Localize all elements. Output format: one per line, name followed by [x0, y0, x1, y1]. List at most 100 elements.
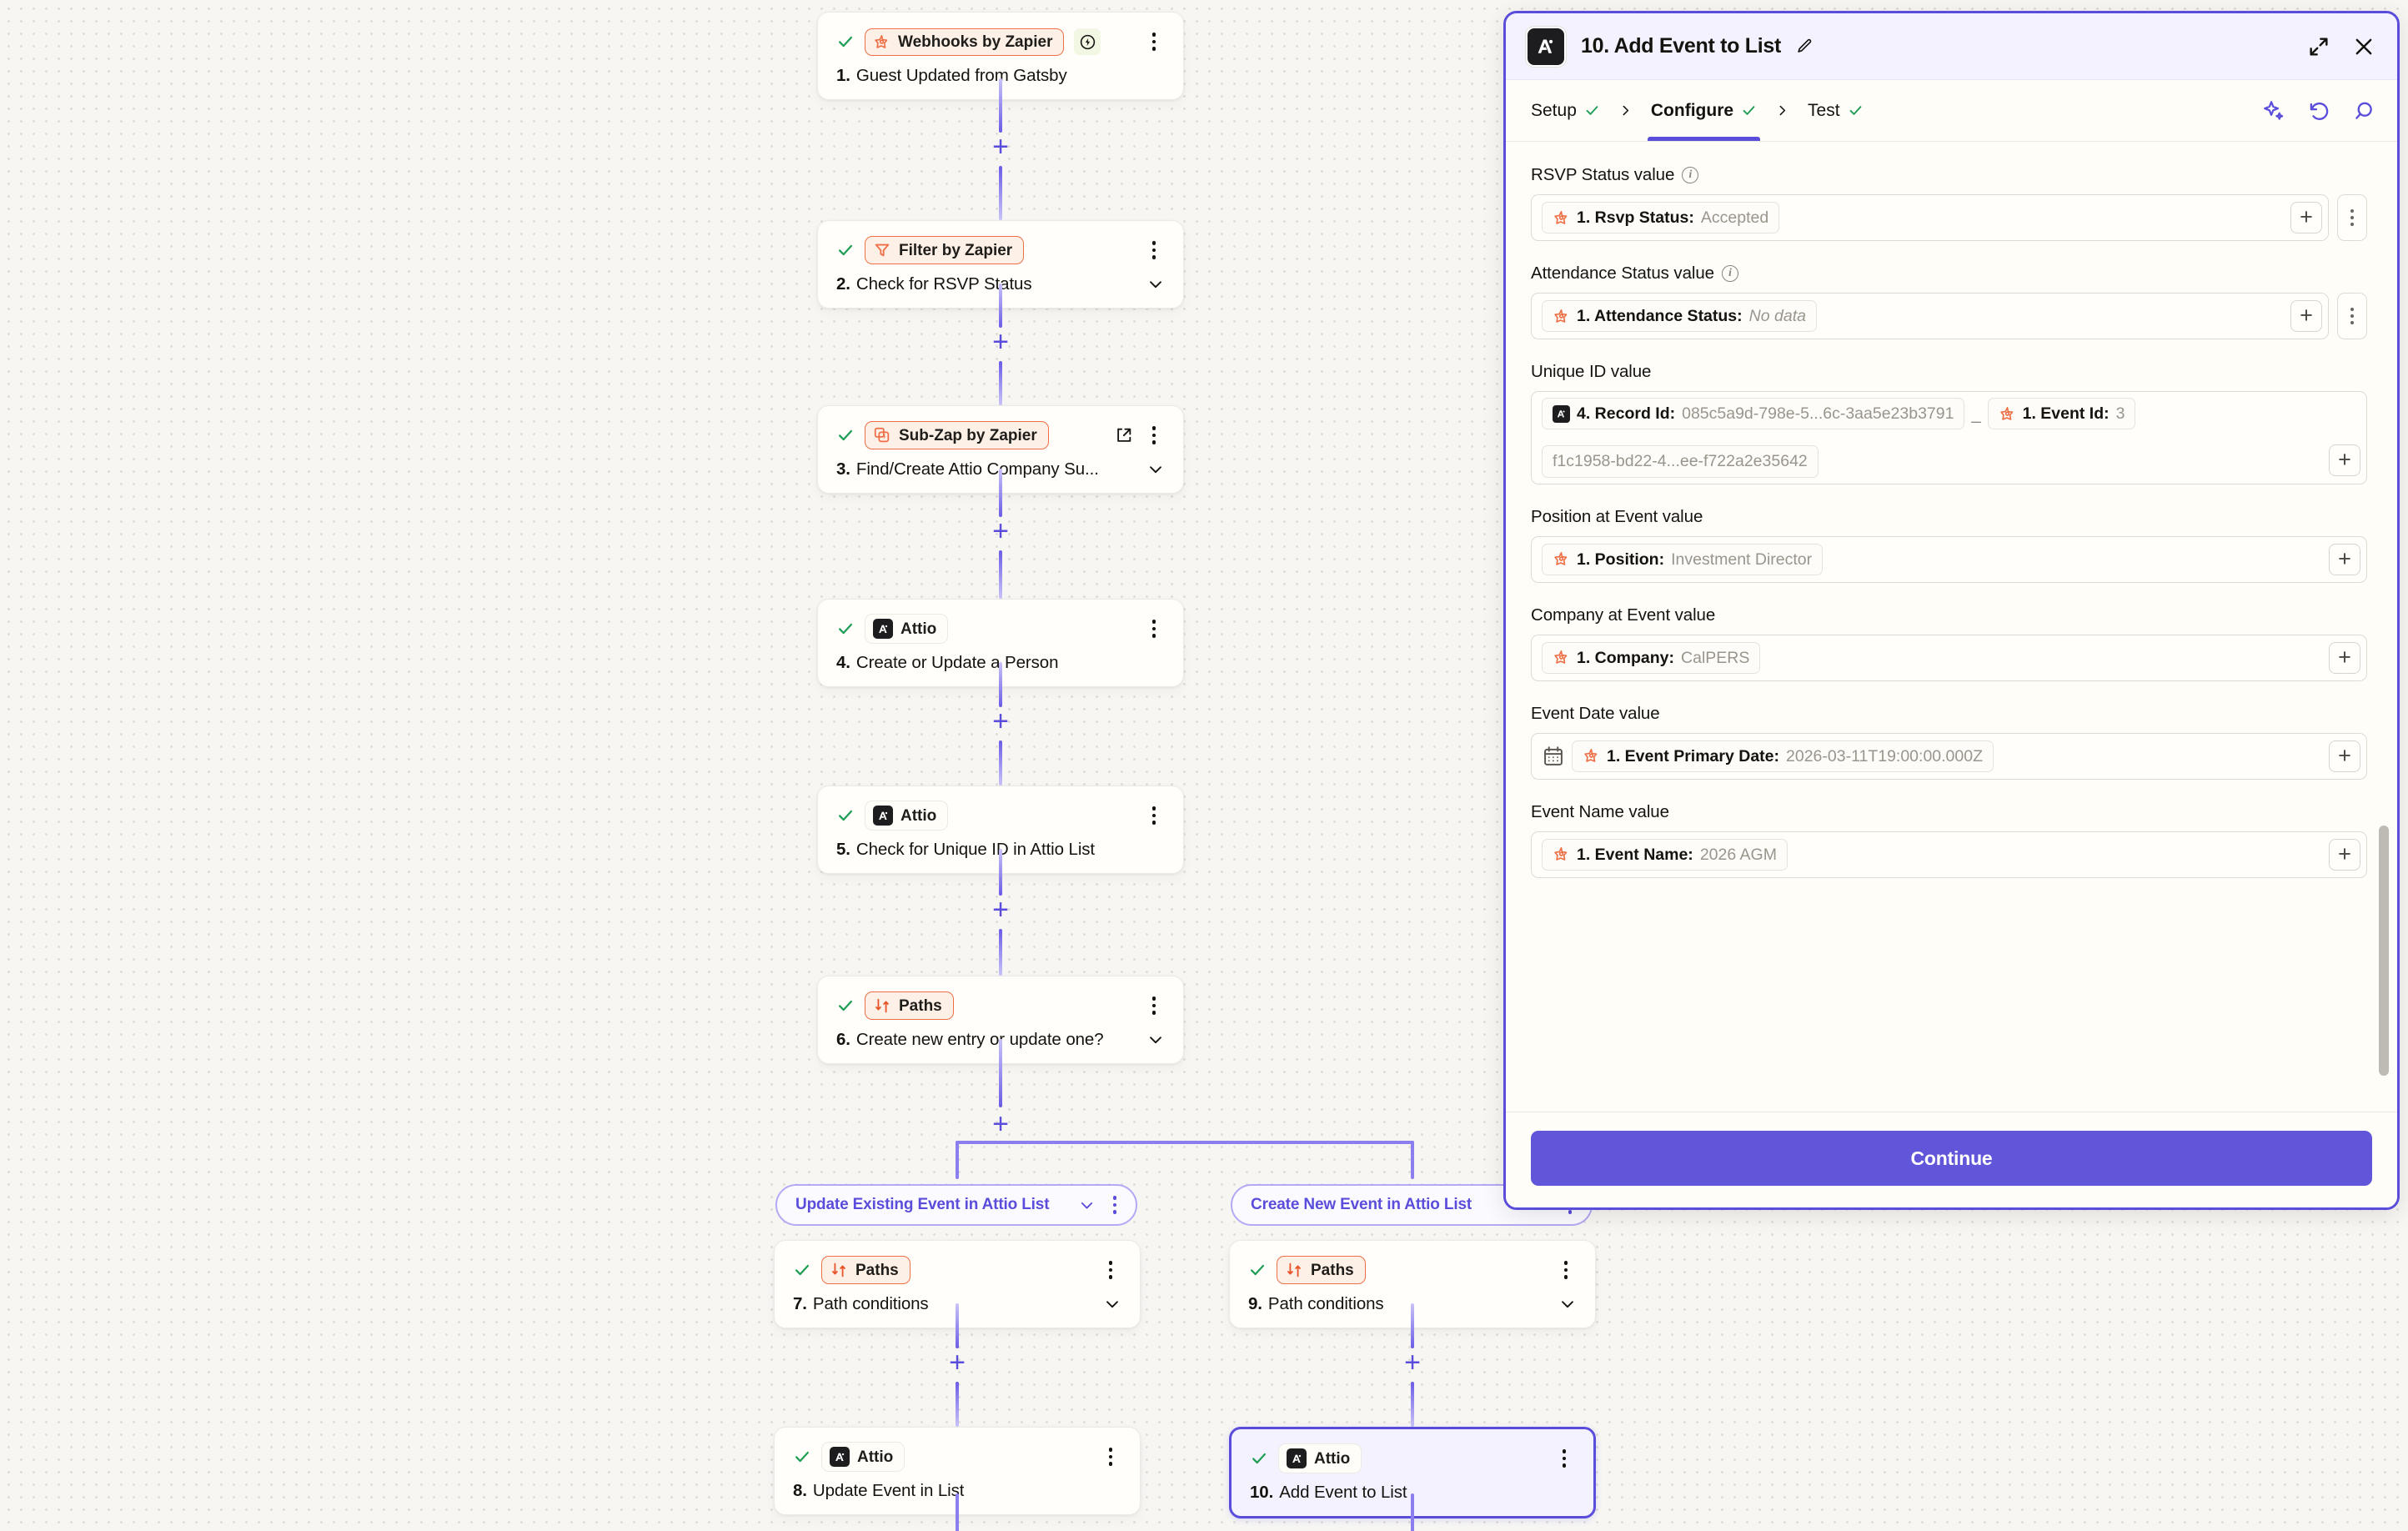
card-header: Paths [836, 991, 1165, 1020]
field-input[interactable]: 1. Company:CalPERS + [1531, 634, 2367, 681]
data-token[interactable]: 4. Record Id:085c5a9d-798e-5...6c-3aa5e2… [1542, 398, 1965, 430]
data-token[interactable]: 1. Event Name:2026 AGM [1542, 838, 1788, 871]
zapier-icon [1553, 649, 1570, 666]
connector-line [999, 1039, 1002, 1107]
continue-button[interactable]: Continue [1531, 1131, 2372, 1186]
app-chip[interactable]: Filter by Zapier [865, 236, 1025, 264]
data-token[interactable]: 1. Position:Investment Director [1542, 543, 1824, 575]
app-chip[interactable]: Attio [865, 614, 949, 644]
field-menu-button[interactable] [2337, 194, 2367, 241]
path-menu-button[interactable] [1104, 1192, 1126, 1217]
card-menu-button[interactable] [1143, 423, 1165, 448]
data-token[interactable]: 1. Event Primary Date:2026-03-11T19:00:0… [1572, 740, 1994, 772]
app-chip[interactable]: Paths [821, 1256, 911, 1284]
app-chip[interactable]: Webhooks by Zapier [865, 28, 1065, 56]
card-menu-button[interactable] [1143, 238, 1165, 263]
card-step-title: Path conditions [812, 1294, 929, 1313]
add-step-button[interactable]: + [992, 894, 1009, 926]
card-menu-button[interactable] [1143, 29, 1165, 54]
add-token-button[interactable]: + [2329, 838, 2360, 871]
field-input[interactable]: 4. Record Id:085c5a9d-798e-5...6c-3aa5e2… [1531, 391, 2367, 484]
chevron-down-icon[interactable] [1078, 1197, 1096, 1214]
add-step-button[interactable]: + [992, 326, 1009, 358]
search-icon[interactable] [2352, 99, 2375, 123]
card-menu-button[interactable] [1143, 993, 1165, 1018]
data-token[interactable]: 1. Attendance Status:No data [1542, 299, 1817, 333]
app-chip[interactable]: Paths [1277, 1256, 1366, 1284]
add-token-button[interactable]: + [2290, 300, 2322, 332]
chevron-down-icon[interactable] [1135, 275, 1165, 294]
add-step-button[interactable]: + [992, 515, 1009, 547]
token-value: Accepted [1700, 208, 1769, 227]
chevron-down-icon[interactable] [1135, 460, 1165, 479]
chevron-down-icon[interactable] [1547, 1295, 1577, 1313]
add-step-button[interactable]: + [992, 1108, 1009, 1140]
data-token[interactable]: 1. Event Id:3 [1987, 398, 2136, 430]
add-step-button[interactable]: + [1404, 1347, 1421, 1378]
card-header: Attio [836, 614, 1165, 644]
undo-icon[interactable] [2307, 99, 2330, 123]
field-input[interactable]: 1. Rsvp Status:Accepted + [1531, 194, 2329, 241]
add-token-button[interactable]: + [2329, 740, 2360, 772]
open-in-new-icon[interactable] [1113, 424, 1135, 446]
card-step-number: 3. [836, 459, 850, 479]
data-token[interactable]: 1. Company:CalPERS [1542, 641, 1761, 674]
info-icon[interactable]: i [1721, 265, 1738, 282]
field-input[interactable]: 1. Event Name:2026 AGM + [1531, 831, 2367, 878]
card-title: 8.Update Event in List [793, 1481, 1121, 1501]
tab-configure[interactable]: Configure [1646, 80, 1762, 141]
app-chip[interactable]: Attio [865, 801, 949, 831]
data-token[interactable]: 1. Rsvp Status:Accepted [1542, 201, 1780, 234]
field-menu-button[interactable] [2337, 293, 2367, 339]
add-token-button[interactable]: + [2290, 202, 2322, 233]
connector-line [956, 1382, 959, 1427]
branch-connector [1411, 1141, 1414, 1179]
scrollbar-thumb[interactable] [2379, 826, 2389, 1076]
field-input[interactable]: 1. Event Primary Date:2026-03-11T19:00:0… [1531, 732, 2367, 780]
paths-icon [1285, 1261, 1303, 1279]
app-chip[interactable]: Paths [865, 991, 954, 1020]
add-token-button[interactable]: + [2329, 444, 2360, 477]
card-step-title: Check for Unique ID in Attio List [855, 840, 1096, 859]
field-row: 1. Company:CalPERS + [1531, 634, 2367, 681]
info-icon[interactable]: i [1682, 167, 1699, 183]
card-menu-button[interactable] [1553, 1446, 1575, 1471]
card-step-title: Find/Create Attio Company Su... [855, 459, 1099, 479]
chevron-down-icon[interactable] [1135, 1031, 1165, 1049]
data-token[interactable]: f1c1958-bd22-4...ee-f722a2e35642 [1542, 445, 1819, 478]
add-step-button[interactable]: + [992, 705, 1009, 737]
field-label-text: Position at Event value [1531, 506, 1703, 526]
card-title: 2.Check for RSVP Status [836, 274, 1165, 294]
calendar-icon[interactable] [1542, 745, 1565, 768]
add-token-button[interactable]: + [2329, 543, 2360, 575]
card-menu-button[interactable] [1143, 616, 1165, 641]
tab-label: Setup [1531, 100, 1577, 120]
field-row: 1. Attendance Status:No data + [1531, 293, 2367, 339]
add-step-button[interactable]: + [992, 131, 1009, 163]
card-menu-button[interactable] [1555, 1257, 1577, 1283]
add-step-button[interactable]: + [949, 1347, 966, 1378]
tab-setup[interactable]: Setup [1526, 80, 1605, 141]
step-card[interactable]: Attio 8.Update Event in List [774, 1427, 1141, 1515]
app-chip[interactable]: Sub-Zap by Zapier [865, 421, 1049, 449]
expand-icon[interactable] [2307, 35, 2330, 58]
card-menu-button[interactable] [1100, 1257, 1121, 1283]
tab-test[interactable]: Test [1803, 80, 1869, 141]
field-input[interactable]: 1. Attendance Status:No data + [1531, 293, 2329, 339]
app-chip-label: Attio [857, 1448, 894, 1466]
card-step-number: 4. [836, 653, 850, 672]
field-input[interactable]: 1. Position:Investment Director + [1531, 535, 2367, 583]
card-menu-button[interactable] [1100, 1444, 1121, 1469]
panel-scrollbar[interactable] [2379, 142, 2389, 1112]
field-row: 1. Event Primary Date:2026-03-11T19:00:0… [1531, 732, 2367, 780]
card-menu-button[interactable] [1143, 803, 1165, 828]
path-label-pill[interactable]: Update Existing Event in Attio List [775, 1184, 1137, 1226]
add-token-button[interactable]: + [2329, 641, 2360, 674]
pencil-icon[interactable] [1796, 38, 1814, 55]
ai-sparkle-icon[interactable] [2262, 99, 2285, 123]
close-icon[interactable] [2352, 35, 2375, 58]
chevron-down-icon[interactable] [1091, 1295, 1121, 1313]
app-chip[interactable]: Attio [1278, 1443, 1362, 1473]
app-chip[interactable]: Attio [821, 1442, 906, 1472]
